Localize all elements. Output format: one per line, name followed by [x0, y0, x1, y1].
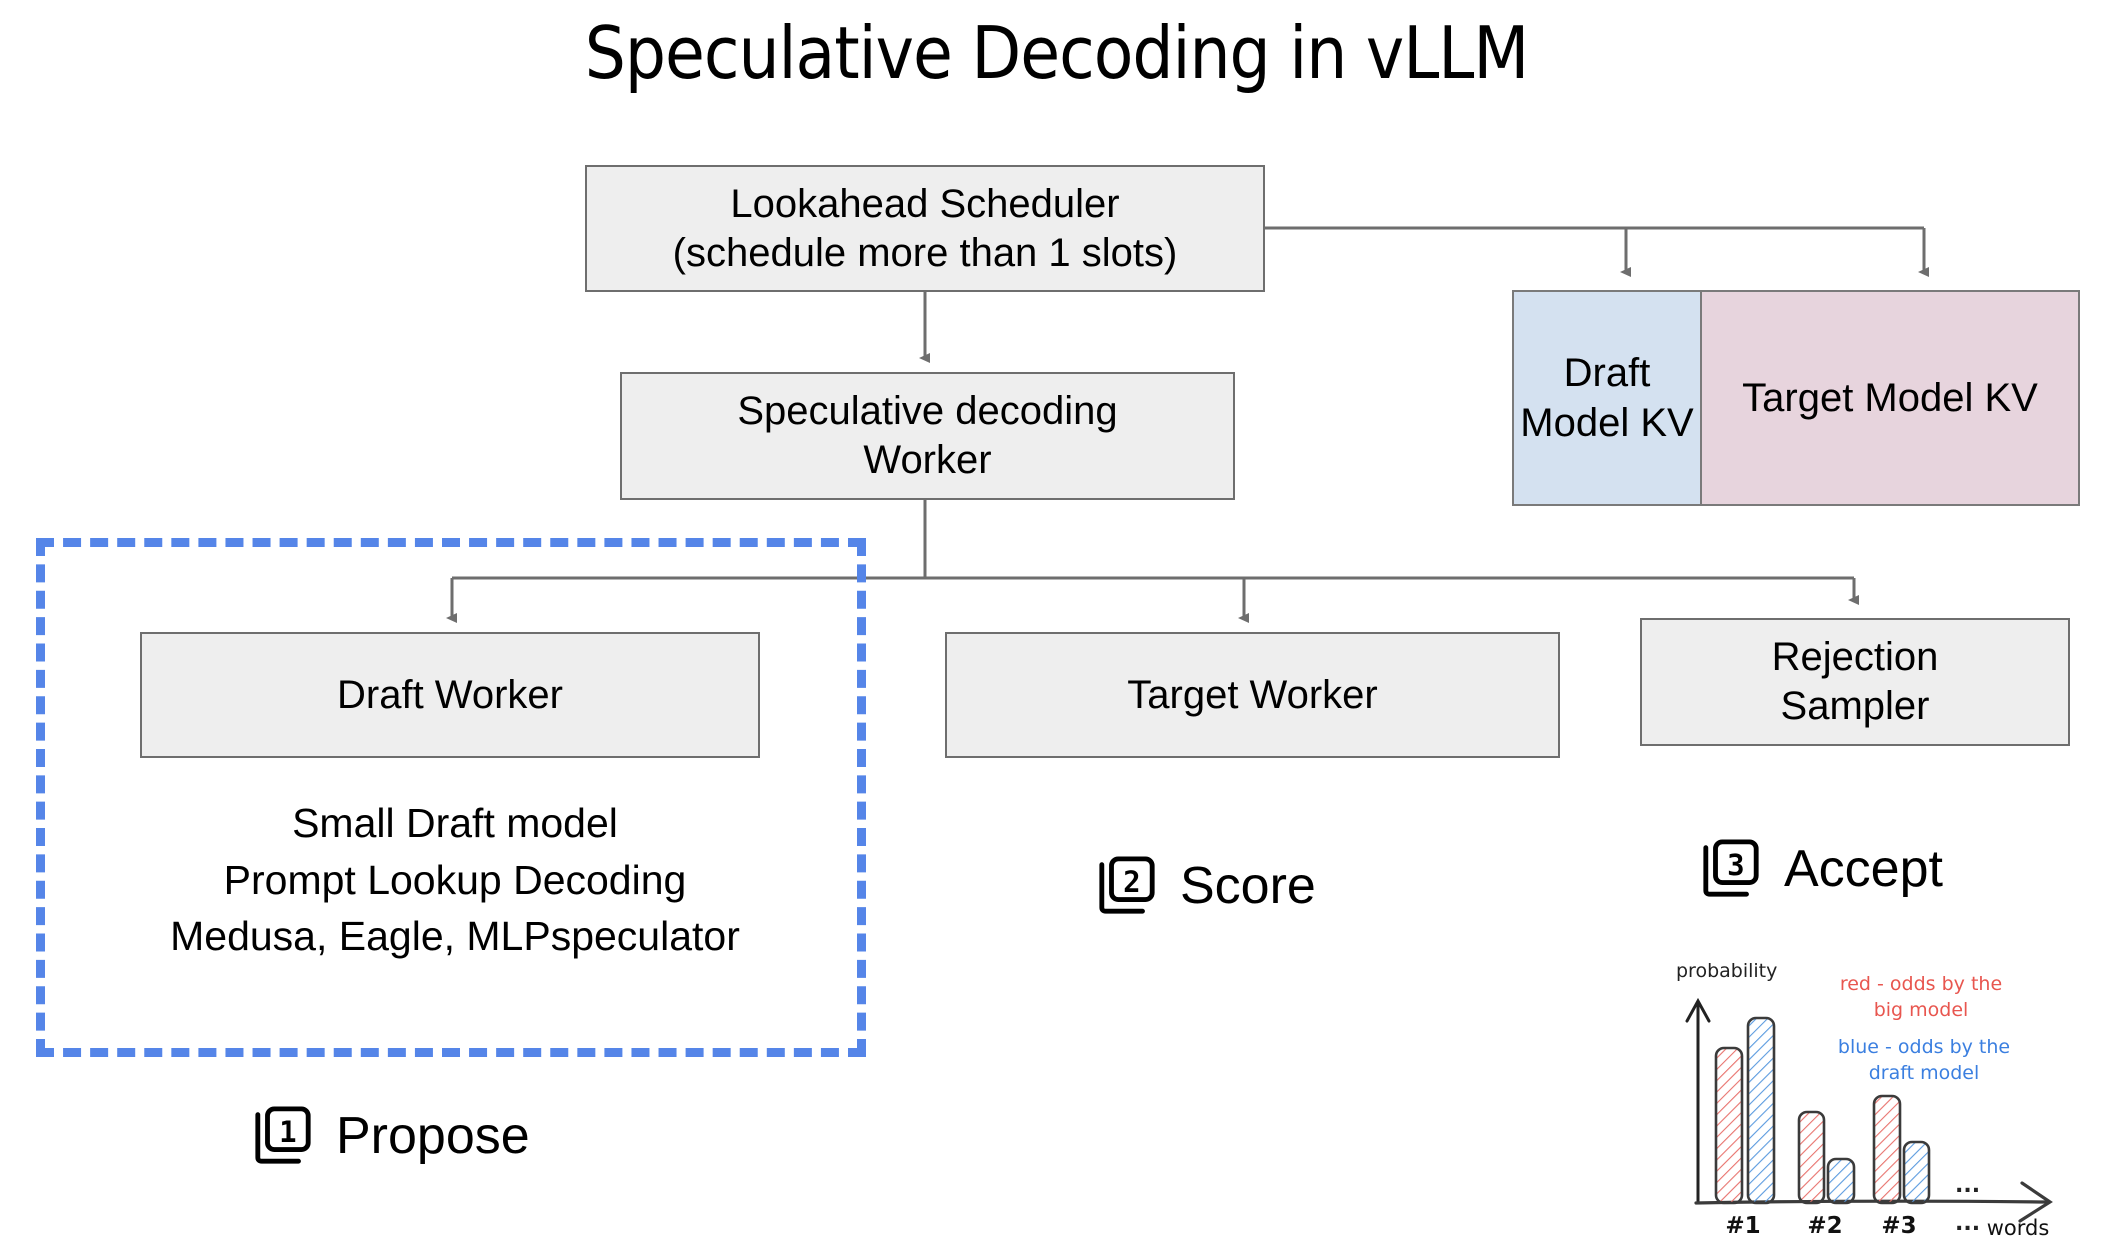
stack-number-3-icon: 3 [1703, 839, 1759, 897]
chart-legend-blue-line-1: blue - odds by the [1838, 1036, 2010, 1058]
chart-ellipsis-lower: ... [1955, 1211, 1980, 1236]
chart-legend-red-line-2: big model [1874, 999, 1969, 1021]
target-worker-label: Target Worker [1127, 672, 1378, 717]
chart-tick-3: #3 [1881, 1213, 1916, 1237]
draft-worker-caption: Small Draft model Prompt Lookup Decoding… [170, 800, 740, 960]
step-2-number: 2 [1123, 865, 1141, 899]
stack-number-2-icon: 2 [1099, 856, 1155, 914]
kv-cache-group: Draft Model KV Target Model KV [1512, 290, 2080, 506]
node-draft-worker[interactable]: Draft Worker [140, 632, 760, 758]
bar-blue-3 [1902, 1140, 1931, 1205]
kv-target-line-1: Target Model [1742, 376, 1974, 420]
kv-draft-line-2: Model [1520, 401, 1630, 445]
bar-red-2 [1797, 1110, 1826, 1205]
chart-legend-blue-line-2: draft model [1869, 1062, 1980, 1084]
page-title: Speculative Decoding in vLLM [584, 11, 1530, 95]
propose-highlight-region [36, 538, 866, 1057]
scheduler-line-2: (schedule more than 1 slots) [672, 230, 1178, 275]
bar-blue-2 [1826, 1157, 1856, 1205]
step-score-label: Score [1180, 857, 1316, 915]
chart-legend-red-line-1: red - odds by the [1840, 973, 2002, 995]
chart-xlabel: words [1987, 1216, 2050, 1237]
node-rejection-sampler[interactable]: Rejection Sampler [1640, 618, 2070, 746]
rejection-line-1: Rejection [1771, 635, 1939, 680]
bar-red-3 [1872, 1094, 1902, 1205]
step-propose-label: Propose [336, 1107, 530, 1165]
node-lookahead-scheduler[interactable]: Lookahead Scheduler (schedule more than … [585, 165, 1265, 292]
step-1-number: 1 [279, 1115, 297, 1149]
bar-red-1 [1714, 1046, 1744, 1205]
step-score: 2 Score [1096, 855, 1316, 917]
probability-sketch-chart: probability ... ... #1 #2 #3 words red [1676, 960, 2053, 1237]
step-accept: 3 Accept [1700, 838, 1943, 900]
kv-draft-model[interactable]: Draft Model KV [1514, 292, 1702, 504]
scheduler-line-1: Lookahead Scheduler [730, 181, 1120, 226]
step-propose: 1 Propose [252, 1105, 530, 1167]
chart-tick-2: #2 [1807, 1213, 1842, 1237]
spec-worker-line-2: Worker [863, 438, 992, 482]
chart-tick-1: #1 [1725, 1213, 1760, 1237]
kv-target-line-2: KV [1984, 376, 2038, 420]
step-3-number: 3 [1727, 848, 1745, 882]
kv-target-model[interactable]: Target Model KV [1702, 292, 2078, 504]
rejection-line-2: Sampler [1780, 684, 1930, 728]
chart-ellipsis-upper: ... [1955, 1173, 1980, 1198]
chart-ylabel: probability [1676, 960, 1777, 982]
stack-number-1-icon: 1 [255, 1106, 311, 1164]
kv-draft-line-1: Draft [1563, 351, 1651, 395]
step-accept-label: Accept [1784, 840, 1943, 898]
node-target-worker[interactable]: Target Worker [945, 632, 1560, 758]
kv-draft-line-3: KV [1640, 401, 1694, 445]
draft-worker-label: Draft Worker [337, 672, 563, 717]
node-speculative-decoding-worker[interactable]: Speculative decoding Worker [620, 372, 1235, 500]
spec-worker-line-1: Speculative decoding [737, 389, 1118, 434]
bar-blue-1 [1746, 1016, 1776, 1205]
